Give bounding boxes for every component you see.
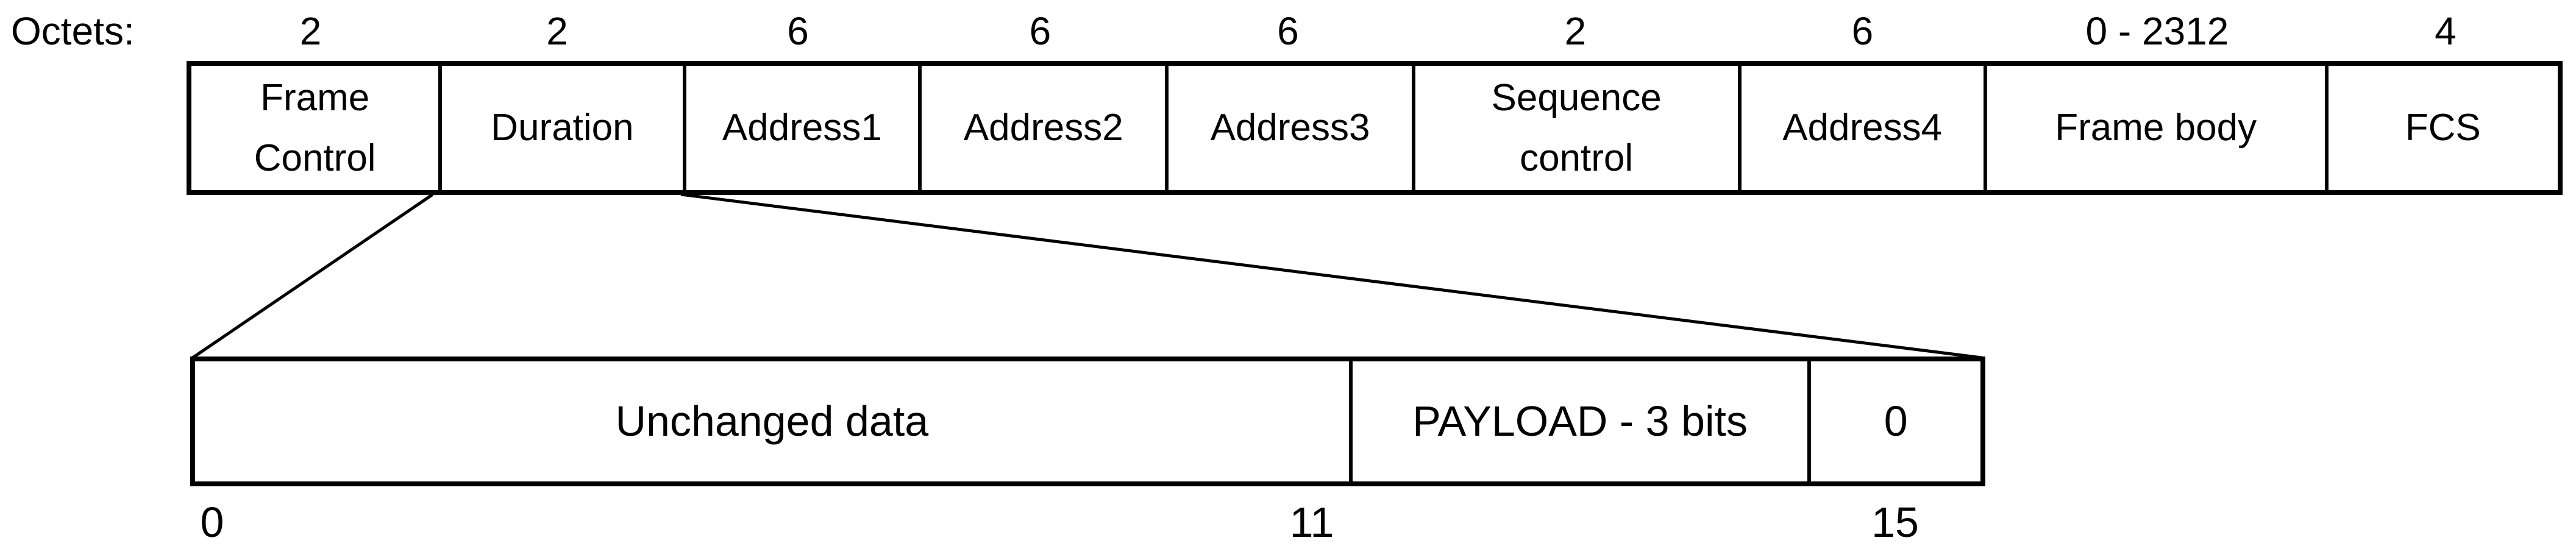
field-address4: Address4 <box>1737 66 1984 190</box>
field-duration: Duration <box>438 66 682 190</box>
octet-count-address3: 6 <box>1277 9 1299 53</box>
field-frame-body: Frame body <box>1983 66 2325 190</box>
bits-unchanged-data-label: Unchanged data <box>615 397 929 445</box>
field-address4-label: Address4 <box>1782 107 1943 149</box>
bits-payload: PAYLOAD - 3 bits <box>1348 361 1808 481</box>
field-address3: Address3 <box>1165 66 1411 190</box>
octet-count-address2: 6 <box>1029 9 1051 53</box>
octet-count-address1: 6 <box>787 9 809 53</box>
octet-count-frame-control: 2 <box>299 9 322 53</box>
mac-frame-table: Frame Control Duration Address1 Address2… <box>187 61 2563 195</box>
bit-zero-label: 0 <box>1884 397 1908 445</box>
bit-index-15: 15 <box>1871 498 1919 546</box>
field-fcs: FCS <box>2324 66 2558 190</box>
octets-label: Octets: <box>11 9 135 53</box>
bit-index-0: 0 <box>200 498 224 546</box>
field-address2-label: Address2 <box>963 107 1123 149</box>
field-address3-label: Address3 <box>1210 107 1370 149</box>
bits-payload-label: PAYLOAD - 3 bits <box>1412 397 1748 445</box>
bit-index-11: 11 <box>1289 498 1334 546</box>
expansion-line-left <box>191 193 434 360</box>
field-sequence-control-label: Sequence control <box>1491 76 1662 179</box>
field-frame-body-label: Frame body <box>2055 107 2257 149</box>
octet-count-duration: 2 <box>546 9 568 53</box>
field-frame-control-label: Frame Control <box>254 76 376 179</box>
bit-zero: 0 <box>1807 361 1980 481</box>
field-address2: Address2 <box>918 66 1165 190</box>
field-address1-label: Address1 <box>722 107 882 149</box>
octet-counts-row: 2 2 6 6 6 2 6 0 - 2312 4 <box>187 11 2563 51</box>
bits-unchanged-data: Unchanged data <box>195 361 1349 481</box>
field-duration-label: Duration <box>491 107 634 149</box>
octet-count-fcs: 4 <box>2435 9 2457 53</box>
octet-count-sequence-control: 2 <box>1564 9 1587 53</box>
field-frame-control: Frame Control <box>191 66 438 190</box>
field-address1: Address1 <box>682 66 918 190</box>
duration-expansion-table: Unchanged data PAYLOAD - 3 bits 0 <box>190 357 1985 486</box>
expansion-line-right <box>680 193 1982 360</box>
octet-count-frame-body: 0 - 2312 <box>2085 9 2229 53</box>
field-fcs-label: FCS <box>2405 107 2481 149</box>
field-sequence-control: Sequence control <box>1411 66 1738 190</box>
octet-count-address4: 6 <box>1851 9 1874 53</box>
